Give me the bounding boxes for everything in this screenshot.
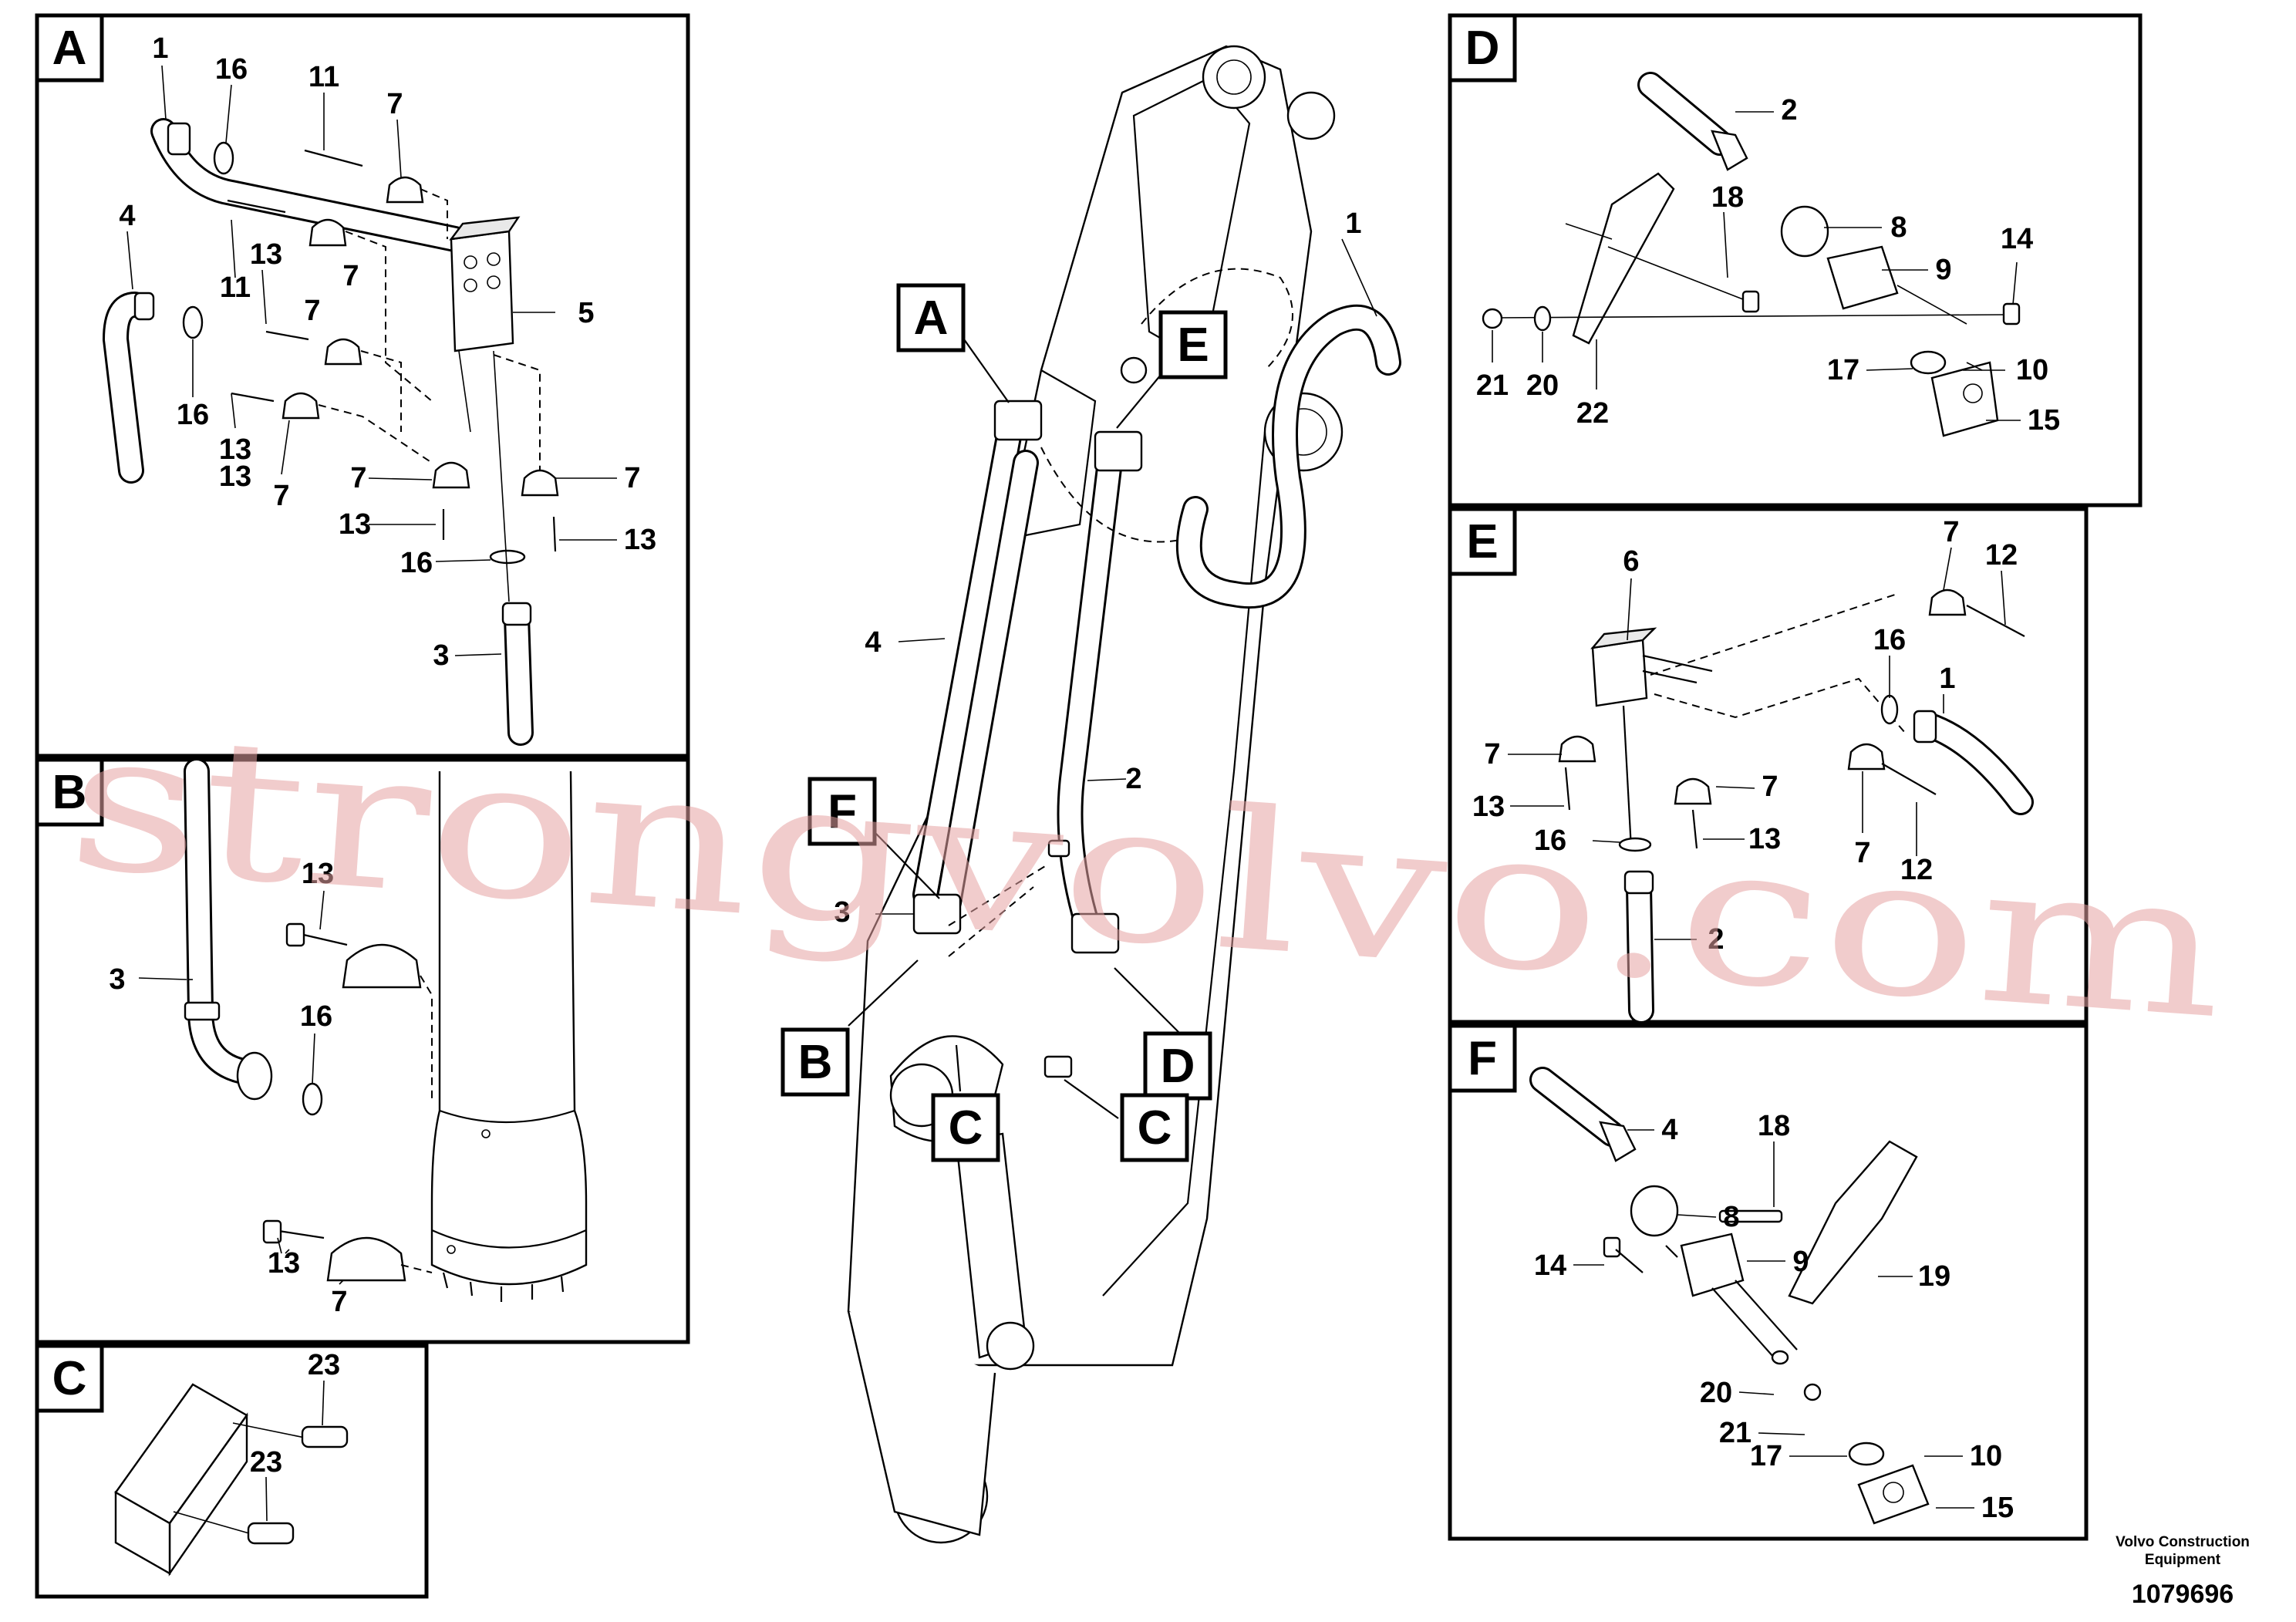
part-label: 7: [1854, 837, 1870, 869]
callout-a-letter: A: [914, 292, 949, 345]
part-label: 13: [268, 1247, 300, 1280]
part-label: 12: [1985, 539, 2018, 572]
part-label: 7: [331, 1286, 347, 1318]
panel-a: A: [35, 13, 690, 758]
part-label: 13: [1472, 791, 1505, 823]
part-label: 16: [215, 53, 248, 86]
callout-d-letter: D: [1161, 1040, 1195, 1093]
part-label: 3: [834, 896, 850, 929]
panel-e: E 6 7 12: [1448, 507, 2089, 1024]
callout-c-left: C: [931, 1093, 1000, 1162]
part-label: 7: [273, 480, 289, 512]
panel-b: B 13 3 16 13 7: [35, 757, 690, 1344]
panel-a-letter: A: [52, 22, 87, 75]
part-label: 12: [1900, 854, 1933, 886]
callout-d: D: [1143, 1031, 1212, 1101]
panel-f: F 4 18 8 14 9 19 20 21: [1448, 1023, 2089, 1541]
part-label: 7: [1943, 516, 1959, 548]
part-label: 4: [1661, 1114, 1677, 1146]
part-label: 9: [1792, 1246, 1809, 1278]
callout-a: A: [896, 283, 966, 352]
company-name-line1: Volvo Construction: [2116, 1534, 2250, 1550]
panel-e-letter: E: [1466, 515, 1498, 568]
part-label: 2: [1125, 763, 1141, 795]
part-label: 10: [2016, 354, 2048, 386]
part-label: 1: [1939, 663, 1955, 695]
part-label: 20: [1700, 1377, 1732, 1409]
panel-d-letter: D: [1465, 22, 1500, 75]
part-label: 8: [1890, 211, 1907, 244]
part-label: 8: [1723, 1201, 1739, 1233]
callout-f-letter: F: [828, 785, 857, 838]
part-label: 15: [1981, 1492, 2014, 1524]
part-label: 22: [1576, 397, 1609, 430]
panel-c-letter: C: [52, 1352, 87, 1405]
part-label: 11: [308, 61, 339, 93]
company-name-line2: Equipment: [2145, 1552, 2221, 1568]
part-label: 23: [250, 1446, 282, 1479]
drawing-number: 1079696: [2132, 1580, 2234, 1609]
part-label: 19: [1918, 1260, 1950, 1293]
callout-e-letter: E: [1177, 319, 1209, 372]
part-label: 4: [119, 200, 135, 232]
part-label: 1: [152, 32, 168, 65]
panel-f-letter: F: [1468, 1032, 1497, 1085]
part-label: 14: [1534, 1249, 1566, 1282]
part-label: 14: [2001, 223, 2033, 255]
part-label: 15: [2028, 404, 2060, 437]
part-label: 18: [1758, 1110, 1790, 1142]
part-label: 4: [865, 626, 881, 659]
part-label: 13: [250, 238, 282, 271]
part-label: 16: [177, 399, 209, 431]
part-label: 13: [339, 508, 371, 541]
part-label: 9: [1935, 254, 1951, 286]
callout-c-letter: C: [1138, 1101, 1172, 1155]
callout-b: B: [781, 1027, 850, 1097]
part-label: 16: [1534, 824, 1566, 857]
part-label: 2: [1708, 923, 1724, 956]
part-label: 13: [302, 858, 334, 890]
part-label: 5: [578, 297, 594, 329]
callout-b-letter: B: [798, 1036, 833, 1089]
panel-d: D 2 18 8 9 14 17 10 15: [1448, 13, 2143, 508]
part-label: 16: [1873, 624, 1906, 656]
part-label: 11: [220, 271, 251, 304]
callout-e: E: [1158, 310, 1228, 379]
panel-c: C 23 23: [35, 1344, 429, 1599]
callout-f: F: [807, 777, 877, 846]
part-label: 7: [1484, 738, 1500, 771]
part-label: 7: [342, 260, 359, 292]
part-label: 16: [300, 1000, 332, 1033]
panel-b-letter: B: [52, 766, 87, 819]
part-label: 13: [1748, 823, 1781, 855]
part-label: 13: [624, 524, 656, 556]
part-label: 18: [1711, 181, 1744, 214]
part-label: 7: [304, 295, 320, 327]
part-label: 10: [1970, 1440, 2002, 1472]
part-label: 7: [624, 462, 640, 494]
part-label: 3: [109, 963, 125, 996]
part-label: 17: [1827, 354, 1859, 386]
part-label: 6: [1623, 545, 1639, 578]
part-label: 21: [1719, 1417, 1752, 1449]
callout-c-right: C: [1120, 1093, 1189, 1162]
part-label: 23: [308, 1349, 340, 1381]
part-label: 17: [1750, 1440, 1782, 1472]
part-label: 7: [1762, 771, 1778, 803]
part-label: 21: [1476, 369, 1509, 402]
part-label: 2: [1781, 94, 1797, 126]
callout-c-letter: C: [949, 1101, 983, 1155]
part-label: 1: [1345, 207, 1361, 240]
part-label: 7: [386, 88, 403, 120]
part-label: 16: [400, 547, 433, 579]
part-label: 13: [219, 433, 251, 466]
part-label: 13: [219, 460, 251, 493]
part-label: 20: [1526, 369, 1559, 402]
part-label: 7: [350, 462, 366, 494]
part-label: 3: [433, 639, 449, 672]
